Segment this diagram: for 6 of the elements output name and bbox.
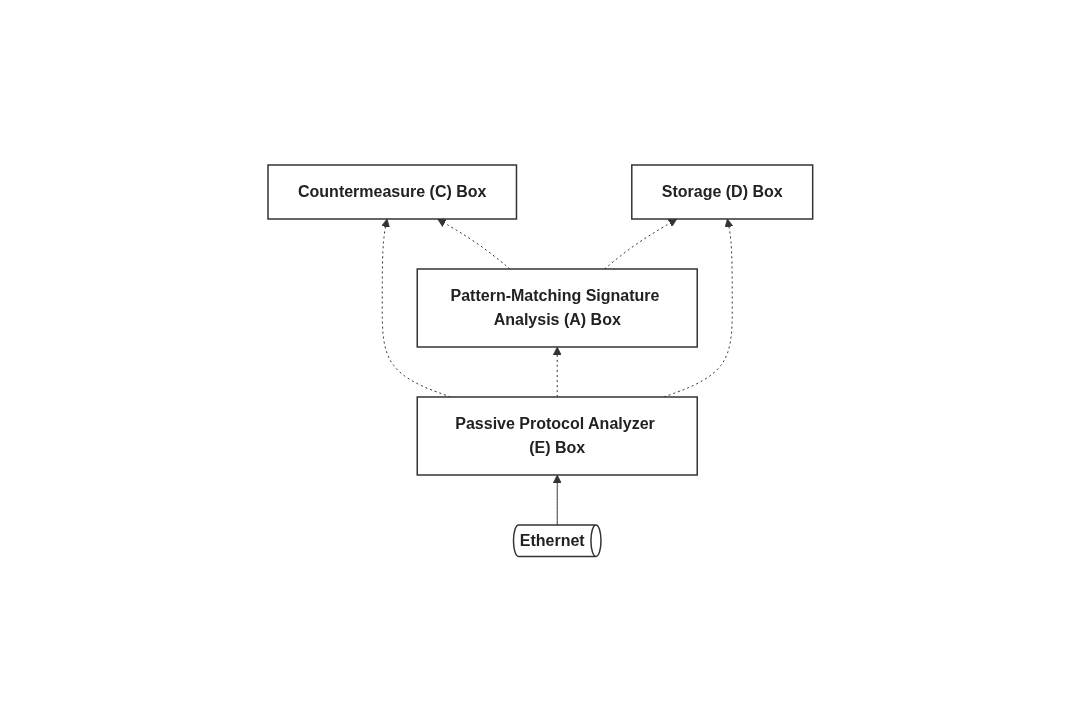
node-box: Passive Protocol Analyzer (E) Box: [416, 396, 699, 476]
node-box: Pattern-Matching Signature Analysis (A) Box: [416, 268, 699, 348]
node-text: Ethernet: [519, 531, 585, 549]
node-box: Countermeasure (C) Box: [267, 164, 518, 220]
arrow: [553, 474, 562, 526]
node-box: Storage (D) Box: [631, 164, 814, 220]
